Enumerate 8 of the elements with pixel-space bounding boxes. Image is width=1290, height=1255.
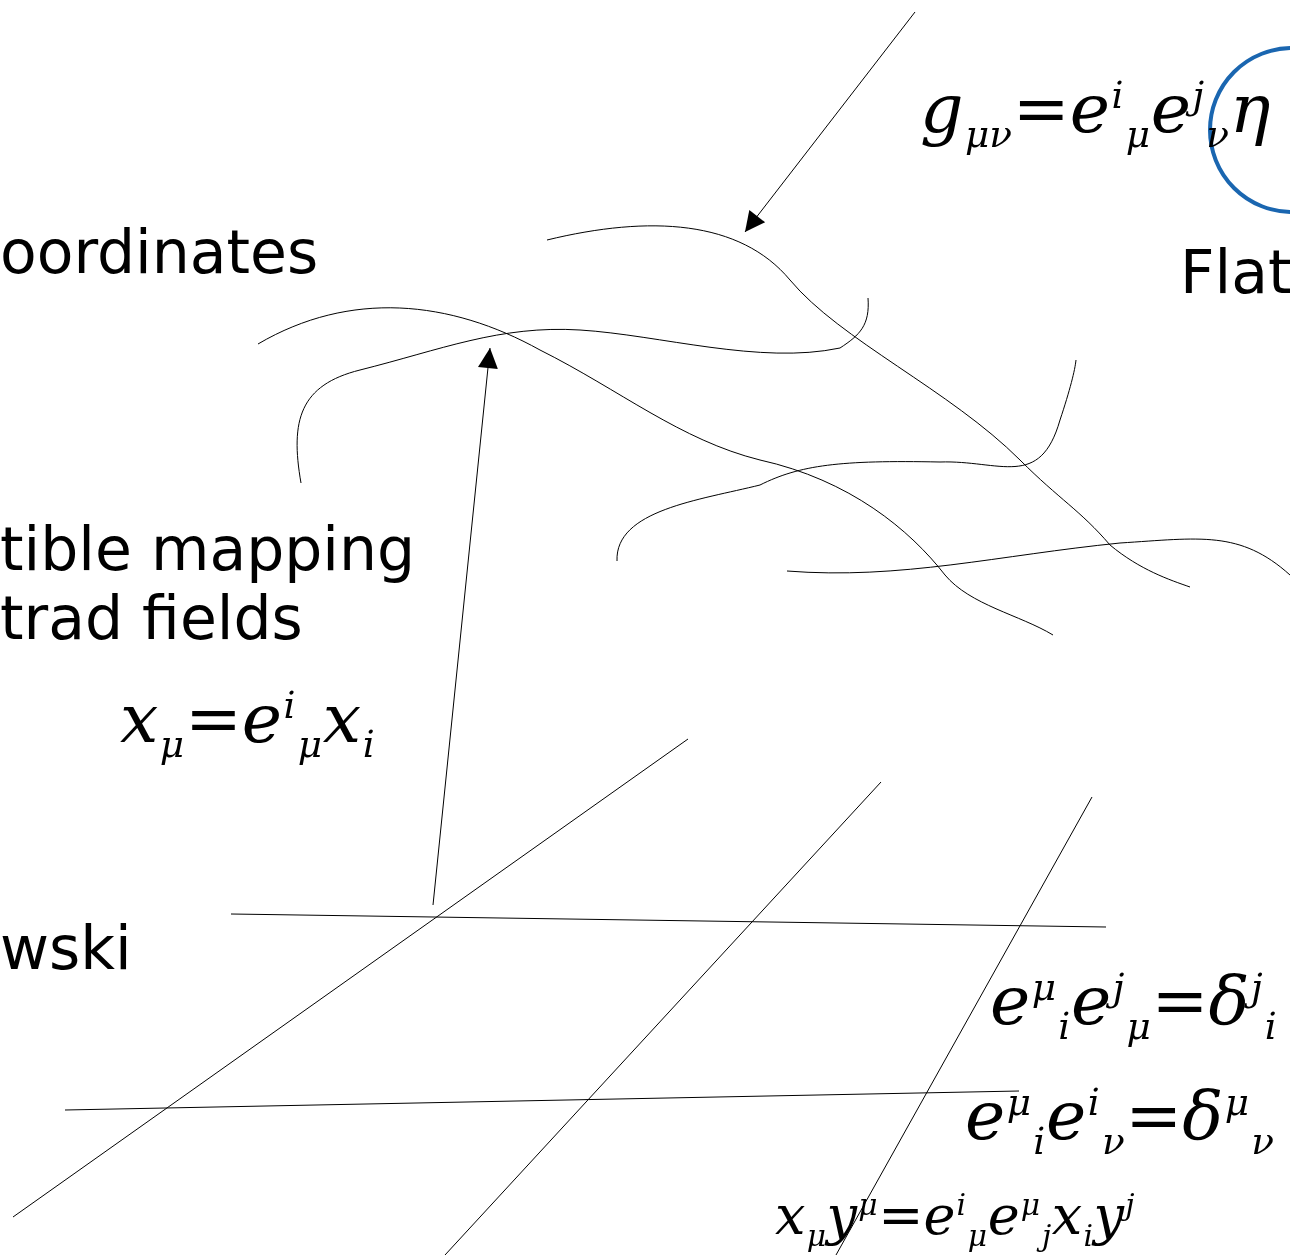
caption-text: oordinates bbox=[0, 218, 319, 287]
inner-product-formula: x$_{μ}$y$^{μ}$=e$^{i}$$_{μ}$e$^{μ}$$_{j}$x$_{i}$y$^{j}$ bbox=[775, 1185, 1135, 1253]
arrow bbox=[432, 347, 498, 906]
caption-text: wski bbox=[0, 914, 132, 983]
caption-text: tible mapping trad fields bbox=[0, 515, 417, 653]
mapping-formula: x$_{μ}$=e$^{i}$$_{μ}$x$_{i}$ bbox=[120, 680, 376, 766]
caption-text: Flat bbox=[1180, 238, 1290, 307]
arrow bbox=[744, 11, 916, 233]
